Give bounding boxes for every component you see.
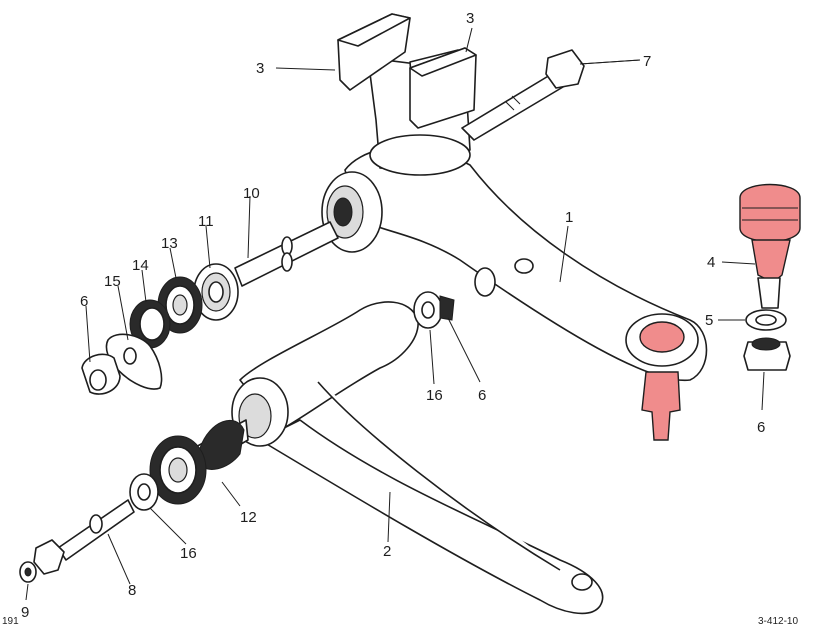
leader-lines bbox=[25, 27, 765, 601]
nut-part-6-left bbox=[81, 353, 121, 395]
callout-14: 14 bbox=[132, 257, 149, 274]
callout-3-top: 3 bbox=[466, 10, 474, 27]
ring-part-14 bbox=[129, 299, 171, 349]
washer-part-16-lower bbox=[129, 473, 159, 511]
figure-code: 3-412-10 bbox=[758, 616, 798, 627]
callout-1: 1 bbox=[565, 209, 573, 226]
bearing-part-12 bbox=[149, 435, 207, 505]
nut-part-9 bbox=[19, 561, 37, 583]
callout-6-right: 6 bbox=[757, 419, 765, 436]
callout-labels: 3 3 7 1 2 4 5 6 10 11 13 14 15 6 16 6 12… bbox=[2, 10, 798, 627]
callout-4: 4 bbox=[707, 254, 715, 271]
bump-stop-left bbox=[337, 13, 411, 91]
washer-part-16-upper bbox=[413, 291, 455, 329]
callout-11: 11 bbox=[198, 213, 214, 230]
callout-8: 8 bbox=[128, 582, 136, 599]
callout-10: 10 bbox=[243, 185, 260, 202]
callout-6-mid: 6 bbox=[478, 387, 486, 404]
callout-5: 5 bbox=[705, 312, 713, 329]
ball-joint-part-4 bbox=[739, 183, 801, 309]
page-reference: 191 bbox=[2, 616, 19, 627]
nut-part-6-right bbox=[743, 337, 791, 371]
bolt-part-8 bbox=[33, 499, 135, 575]
lower-arm-part-2 bbox=[231, 301, 604, 615]
callout-16-lower: 16 bbox=[180, 545, 197, 562]
callout-6-left: 6 bbox=[80, 293, 88, 310]
ball-joint-on-arm bbox=[625, 313, 699, 441]
callout-13: 13 bbox=[161, 235, 178, 252]
ball-joint-top-highlight bbox=[639, 321, 685, 353]
pivot-bolt-part-7 bbox=[461, 49, 585, 141]
upper-arm-part-1 bbox=[321, 145, 708, 382]
bearing-part-11 bbox=[193, 263, 239, 321]
callout-3-left: 3 bbox=[256, 60, 264, 77]
callout-9: 9 bbox=[21, 604, 29, 621]
callout-2: 2 bbox=[383, 543, 391, 560]
ball-joint-stem-highlight bbox=[641, 371, 681, 441]
callout-7: 7 bbox=[643, 53, 651, 70]
callout-16-upper: 16 bbox=[426, 387, 443, 404]
callout-15: 15 bbox=[104, 273, 121, 290]
callout-12: 12 bbox=[240, 509, 257, 526]
shaft-part-10 bbox=[234, 221, 339, 287]
washer-part-5 bbox=[745, 309, 787, 331]
bump-stop-right bbox=[409, 47, 477, 129]
